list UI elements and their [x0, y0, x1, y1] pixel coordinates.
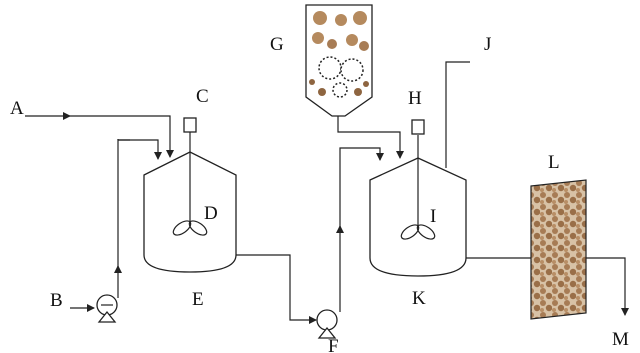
- transfer-line: [236, 254, 317, 324]
- impeller-icon: [172, 220, 208, 236]
- feed-line-a: [25, 112, 174, 158]
- particle-cluster: [309, 11, 369, 98]
- hopper-icon: [305, 4, 404, 159]
- label-i: I: [430, 206, 436, 227]
- feed-line-b: [70, 139, 162, 312]
- motor-icon: [411, 119, 425, 135]
- label-a: A: [10, 98, 24, 119]
- pump-discharge-line: [336, 147, 384, 312]
- impeller-icon: [400, 224, 436, 240]
- motor-icon: [183, 117, 197, 133]
- label-e: E: [192, 289, 204, 310]
- label-d: D: [204, 203, 218, 224]
- filter-icon: [530, 179, 587, 320]
- reactor-2: [369, 61, 470, 277]
- label-l: L: [548, 152, 560, 173]
- reactor-1: [143, 117, 237, 273]
- label-h: H: [408, 88, 422, 109]
- label-f: F: [328, 336, 339, 353]
- pump-icon: [316, 309, 338, 339]
- label-b: B: [50, 290, 63, 311]
- label-c: C: [196, 86, 209, 107]
- label-j: J: [484, 34, 491, 55]
- pump-icon: [96, 294, 118, 323]
- label-k: K: [412, 288, 426, 309]
- label-g: G: [270, 34, 284, 55]
- outlet-line-m: [586, 257, 629, 316]
- label-m: M: [612, 329, 629, 350]
